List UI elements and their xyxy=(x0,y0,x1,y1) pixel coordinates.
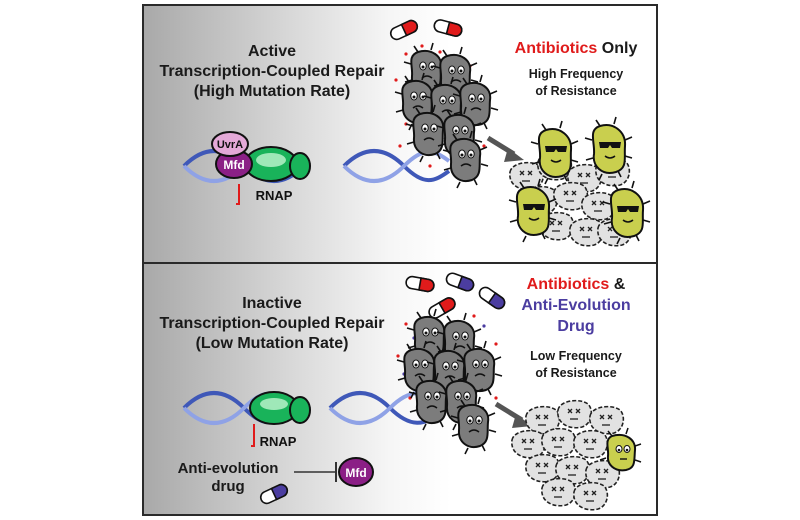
panel-active-repair: Active Transcription-Coupled Repair (Hig… xyxy=(144,6,656,262)
condition-header: Antibiotics Only xyxy=(506,38,646,59)
dead-bacterium-icon xyxy=(525,453,561,483)
resistance-frequency: High Frequency of Resistance xyxy=(508,66,644,100)
bacteria-cluster xyxy=(394,42,499,189)
subtitle-line: Low Frequency xyxy=(530,349,622,363)
uvra-label: UvrA xyxy=(217,139,243,151)
drug-capsule-icon xyxy=(443,270,477,294)
dna-helix xyxy=(182,391,446,425)
title-line: Transcription-Coupled Repair xyxy=(159,63,385,80)
dead-bacterium-icon xyxy=(573,481,609,511)
mfd-protein: Mfd xyxy=(338,457,374,487)
dead-bacterium-icon xyxy=(557,399,593,429)
antibiotic-capsule-icon xyxy=(432,17,464,39)
anti-evolution-label: Anti-Evolution xyxy=(521,297,631,314)
dead-bacterium-icon xyxy=(511,429,547,459)
title-line: Inactive xyxy=(242,295,302,312)
title-line: (Low Mutation Rate) xyxy=(195,335,349,352)
panel-inactive-repair: Inactive Transcription-Coupled Repair (L… xyxy=(144,264,656,514)
subtitle-line: of Resistance xyxy=(535,366,617,380)
rnap-label: RNAP xyxy=(256,188,293,203)
title-line: Active xyxy=(247,43,297,60)
subtitle-line: High Frequency xyxy=(528,67,624,81)
rna-transcript xyxy=(251,424,255,447)
title-line: (High Mutation Rate) xyxy=(193,83,351,100)
antibiotics-label: Antibiotics xyxy=(526,276,610,293)
dead-bacterium-icon xyxy=(589,405,625,435)
dead-bacterium-icon xyxy=(541,427,577,457)
antibiotics-label: Antibiotics xyxy=(514,40,598,57)
condition-header: Antibiotics & Anti-Evolution Drug xyxy=(506,274,646,337)
outcome-cluster xyxy=(508,116,651,247)
drug-label: Drug xyxy=(557,318,595,335)
subtitle-line: of Resistance xyxy=(535,84,617,98)
figure-frame: Active Transcription-Coupled Repair (Hig… xyxy=(142,4,658,516)
title-line: Transcription-Coupled Repair xyxy=(159,315,385,332)
dead-bacterium-icon xyxy=(541,477,577,507)
uvra-protein: UvrA xyxy=(211,131,249,157)
mfd-label: Mfd xyxy=(223,158,244,172)
panel-title: Inactive Transcription-Coupled Repair (L… xyxy=(144,294,400,354)
ampersand-label: & xyxy=(609,276,626,293)
only-label: Only xyxy=(597,40,638,57)
antibiotic-capsule-icon xyxy=(387,17,421,43)
antibiotic-capsule-icon xyxy=(404,274,436,294)
rna-transcript xyxy=(236,184,240,205)
panel-title: Active Transcription-Coupled Repair (Hig… xyxy=(144,42,400,102)
rnap-protein xyxy=(244,146,311,182)
drug-caption: Anti-evolution drug xyxy=(168,460,288,496)
drug-caption-line: Anti-evolution xyxy=(177,460,279,477)
drug-capsule-icon xyxy=(257,481,291,507)
dead-bacterium-icon xyxy=(573,429,609,459)
panel-divider xyxy=(144,262,656,264)
mfd-label: Mfd xyxy=(345,466,366,480)
rnap-protein xyxy=(249,391,311,425)
outcome-cluster xyxy=(511,399,642,511)
resistance-frequency: Low Frequency of Resistance xyxy=(508,348,644,382)
drug-caption-line: drug xyxy=(211,478,245,495)
drug-capsule-icon xyxy=(476,284,508,312)
rnap-label: RNAP xyxy=(260,434,297,449)
bacteria-cluster xyxy=(396,308,503,455)
